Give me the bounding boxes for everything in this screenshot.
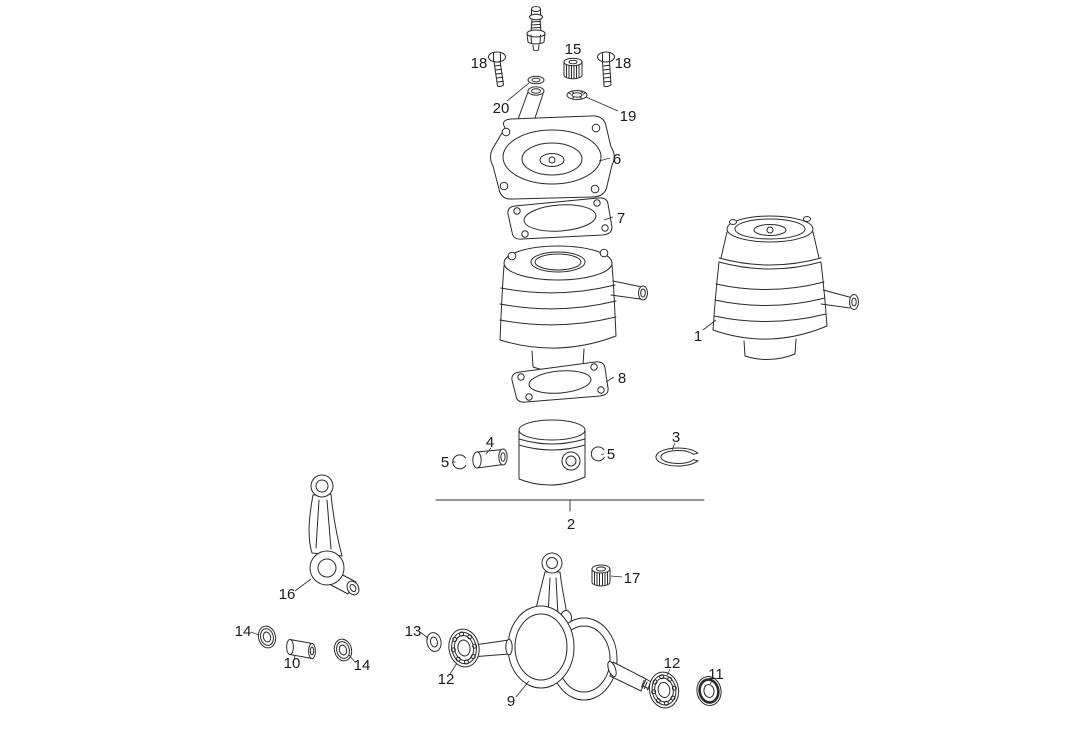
callout-12-right: 12: [664, 655, 681, 672]
base-gasket: [511, 361, 609, 403]
piston-kit: [435, 419, 705, 512]
callout-3: 3: [672, 429, 680, 446]
ball-bearing-left: [448, 628, 480, 668]
callout-11: 11: [708, 666, 724, 683]
cylinder-barrel: [499, 245, 648, 372]
kit-bracket-line: [435, 499, 705, 512]
oil-seal-small-left: [257, 625, 277, 649]
cylinder-head: [490, 86, 615, 200]
callout-20: 20: [493, 100, 510, 117]
callout-18-right: 18: [615, 55, 632, 72]
leader-lines: [250, 82, 717, 698]
fitting-washer: [527, 75, 545, 85]
callout-17: 17: [624, 570, 641, 587]
callout-4: 4: [486, 434, 494, 451]
callout-14-right: 14: [354, 657, 371, 674]
callout-13: 13: [405, 623, 422, 640]
hex-bolt-right: [597, 51, 615, 88]
callout-8: 8: [618, 370, 626, 387]
callout-16: 16: [279, 586, 296, 603]
spacer-bush: [286, 639, 316, 659]
spring-washer: [566, 90, 588, 100]
callout-18-left: 18: [471, 55, 488, 72]
hex-bolt-left: [488, 51, 506, 88]
knurled-nut-top: [563, 57, 583, 80]
oil-seal-small-right: [333, 638, 353, 662]
fitting-part: [526, 6, 546, 52]
oil-seal-large: [696, 676, 722, 706]
callout-labels: 18 20 15 18 19 6 7 1 8 4 5 5 3 2 16 17 1…: [235, 41, 724, 710]
callout-14-left: 14: [235, 623, 252, 640]
ball-bearing-right: [648, 671, 680, 709]
cylinder-assembly: [712, 215, 859, 360]
connecting-rod: [308, 474, 360, 596]
callout-6: 6: [613, 151, 621, 168]
callout-12-left: 12: [438, 671, 455, 688]
callout-10: 10: [284, 655, 301, 672]
crankshaft: [456, 552, 655, 701]
callout-5-left: 5: [441, 454, 449, 471]
knurled-nut-crank: [591, 564, 611, 587]
washer-small: [426, 632, 442, 652]
callout-2: 2: [567, 516, 575, 533]
circlip-right: [590, 446, 605, 462]
callout-5-right: 5: [607, 446, 615, 463]
head-gasket: [507, 197, 613, 240]
callout-19: 19: [620, 108, 637, 125]
callout-7: 7: [617, 210, 625, 227]
callout-15: 15: [565, 41, 582, 58]
callout-1: 1: [694, 328, 702, 345]
callout-9: 9: [507, 693, 515, 710]
piston-ring: [655, 447, 699, 467]
